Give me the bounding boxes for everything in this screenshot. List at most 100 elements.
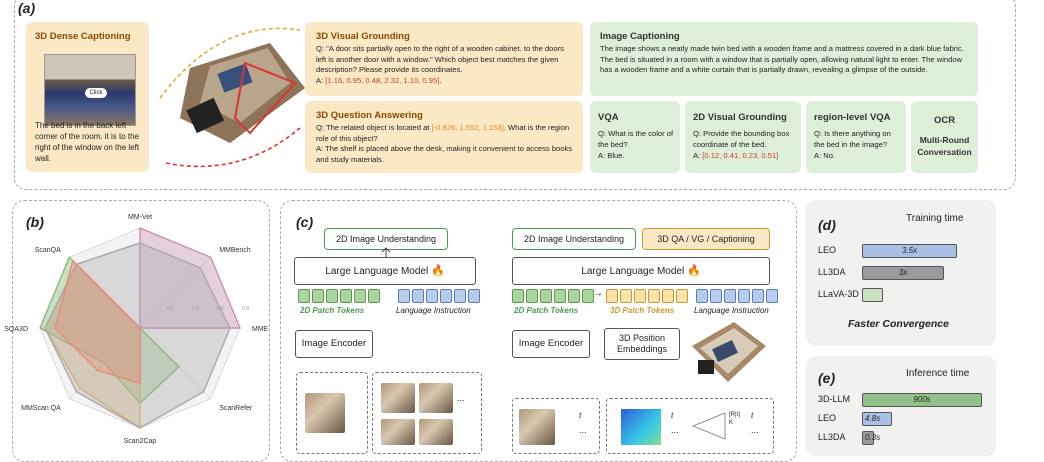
left-language-tokens <box>398 289 482 308</box>
panel-a-label: (a) <box>18 0 36 16</box>
panel-a-frame <box>14 0 1016 190</box>
right-output-3d: 3D QA / VG / Captioning <box>642 228 770 250</box>
arrow-up-icon <box>381 247 391 258</box>
visual-grounding-2d-title: 2D Visual Grounding <box>693 112 787 123</box>
vqa-answer: A: Blue. <box>598 151 625 160</box>
bar-row-label: LEO <box>818 413 837 423</box>
radar-ring-label: 0.2 <box>167 306 174 312</box>
radar-axis-label: MM-Vet <box>128 214 152 221</box>
right-ellipsis: ... <box>579 425 587 435</box>
visual-grounding-2d-answer-line: A: [0.12, 0.41, 0.23, 0.51] <box>693 151 778 162</box>
click-marker[interactable]: Click <box>85 88 107 98</box>
panel-d-label: (d) <box>818 217 836 233</box>
scene-3d-thumbnail <box>692 322 766 382</box>
vqa-title: VQA <box>598 112 619 123</box>
radar-axis-label: SQA3D <box>4 326 28 333</box>
region-vqa-answer: A: No. <box>814 151 836 160</box>
bed-thumbnail: Click <box>44 54 136 126</box>
region-vqa-question: Q: Is there anything on the bed in the i… <box>814 129 891 149</box>
visual-grounding-question: Q: "A door sits partially open to the ri… <box>316 44 564 75</box>
left-instruction-label: Language Instruction <box>396 306 471 315</box>
fire-icon: 🔥 <box>686 265 701 277</box>
right-3d-tokens <box>606 289 690 308</box>
radar-ring-label: 0.4 <box>192 306 199 312</box>
camera-matrix-label: [R|t] K <box>729 412 740 426</box>
radar-axis-label: MMBench <box>219 247 251 254</box>
qa-question-prefix: Q: The related object is located at <box>316 123 432 132</box>
radar-axis-label: ScanRefer <box>219 405 253 412</box>
visual-grounding-2d-question: Q: Provide the bounding box coordinate o… <box>693 129 790 149</box>
left-2d-tokens-label: 2D Patch Tokens <box>300 306 365 315</box>
bar-row-label: LLaVA-3D <box>818 289 859 299</box>
left-llm-box: Large Language Model 🔥 <box>294 257 476 285</box>
panel-e-label: (e) <box>818 370 836 386</box>
question-answering-title: 3D Question Answering <box>316 110 423 121</box>
bar-row-label: LEO <box>818 245 837 255</box>
visual-grounding-2d-answer: [0.12, 0.41, 0.23, 0.51] <box>702 151 779 160</box>
bar-row-label: LL3DA <box>818 267 846 277</box>
ocr-title: OCR <box>933 115 956 126</box>
visual-grounding-text: Q: "A door sits partially open to the ri… <box>316 44 576 86</box>
left-image-frame <box>296 372 368 454</box>
dense-captioning-card: 3D Dense Captioning Click The bed is in … <box>26 22 149 172</box>
dense-captioning-title: 3D Dense Captioning <box>35 31 131 42</box>
arrow-right-icon: → <box>593 288 603 299</box>
ocr-subtitle: Multi-Round Conversation <box>917 135 972 157</box>
radar-axis-label: MME <box>252 326 269 333</box>
question-answering-text: Q: The related object is located at [-0.… <box>316 123 578 165</box>
bar: 900s <box>862 393 982 407</box>
right-image-encoder: Image Encoder <box>512 330 590 358</box>
vqa-question: Q: What is the color of the bed? <box>598 129 674 149</box>
camera-ellipsis: ... <box>751 425 759 435</box>
ocr-card: OCR Multi-Round Conversation <box>911 101 978 173</box>
training-time-title: Training time <box>906 213 964 224</box>
dense-captioning-text: The bed is in the back left corner of th… <box>35 121 140 163</box>
radar-axis-line <box>139 257 211 329</box>
depth-t-label: t <box>671 411 674 420</box>
visual-grounding-2d-card: 2D Visual Grounding Q: Provide the bound… <box>685 101 801 173</box>
scene-3d-render <box>159 27 305 168</box>
radar-chart: MM-VetMMBenchMMEScanReferScan2CapMMScan … <box>4 214 269 445</box>
visual-grounding-2d-answer-prefix: A: <box>693 151 703 160</box>
right-llm-label: Large Language Model <box>581 266 685 277</box>
bar-row-label: LL3DA <box>818 432 846 442</box>
depth-camera-frame: t ... [R|t] K t ... <box>606 398 774 454</box>
right-image-frame: t ... <box>512 398 600 454</box>
vqa-card: VQA Q: What is the color of the bed? A: … <box>590 101 680 173</box>
qa-coords: [-0.826, 1.552, 1.153] <box>431 123 504 132</box>
bar: 3x <box>862 266 944 280</box>
radar-axis-label: MMScan QA <box>21 405 61 412</box>
depth-map <box>621 409 661 445</box>
left-2d-tokens <box>298 289 382 308</box>
camera-frustum-icon <box>691 412 726 440</box>
bar <box>862 288 883 302</box>
right-output-2d: 2D Image Understanding <box>512 228 636 250</box>
region-vqa-card: region-level VQA Q: Is there anything on… <box>806 101 906 173</box>
right-2d-tokens <box>512 289 596 308</box>
bar: 3.5x <box>862 244 957 258</box>
right-2d-tokens-label: 2D Patch Tokens <box>514 306 579 315</box>
qa-answer: A: The shelf is placed above the desk, m… <box>316 144 573 164</box>
qa-question-suffix: . What is the region role of this object… <box>316 123 570 143</box>
faster-convergence-label: Faster Convergence <box>848 318 949 330</box>
left-output-2d: 2D Image Understanding <box>324 228 448 250</box>
panel-b-label: (b) <box>26 214 44 230</box>
left-video-frames: ... <box>372 372 482 454</box>
radar-ring-label: 0.8 <box>242 306 249 312</box>
visual-grounding-card: 3D Visual Grounding Q: "A door sits part… <box>305 22 583 96</box>
bar: 0.3s <box>862 431 880 445</box>
camera-t-label: t <box>751 411 754 420</box>
image-captioning-title: Image Captioning <box>600 31 680 42</box>
radar-series-1 <box>39 256 180 404</box>
visual-grounding-answer: [1.16, 0.95, 0.48, 2.32, 1.10, 0.95] <box>325 75 440 85</box>
right-language-tokens <box>696 289 780 308</box>
right-t-label: t <box>579 411 582 420</box>
depth-ellipsis: ... <box>671 425 679 435</box>
bar: 4.8s <box>862 412 892 426</box>
image-captioning-text: The image shows a neatly made twin bed w… <box>600 44 964 75</box>
visual-grounding-title: 3D Visual Grounding <box>316 31 410 42</box>
video-frames-ellipsis: ... <box>457 393 465 403</box>
bar-row-label: 3D-LLM <box>818 394 851 404</box>
